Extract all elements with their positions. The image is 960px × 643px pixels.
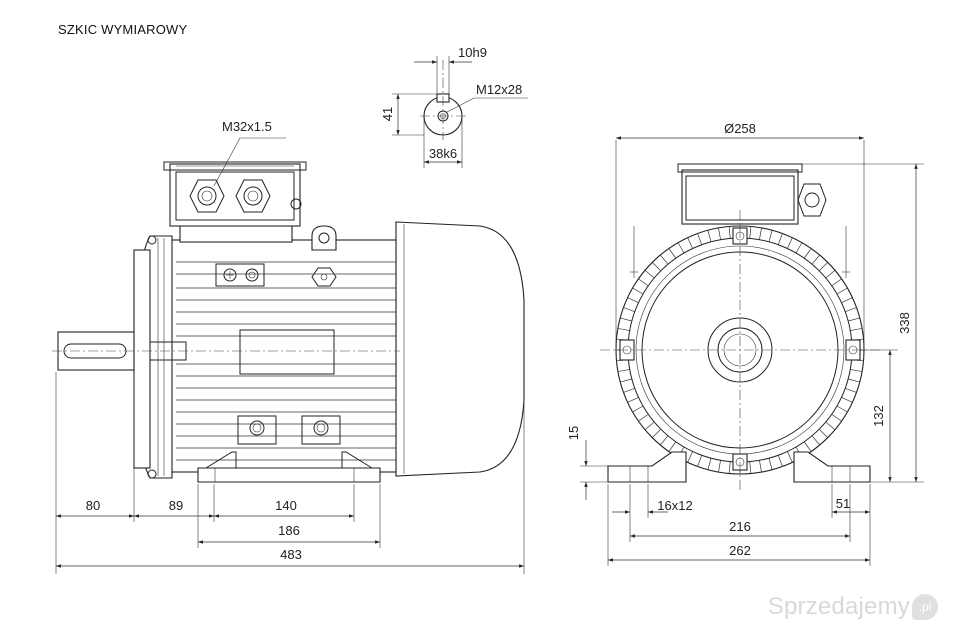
fin xyxy=(768,230,773,242)
fin xyxy=(836,405,848,413)
fin xyxy=(632,405,644,413)
side-view xyxy=(52,137,525,574)
fin xyxy=(803,441,812,452)
fin xyxy=(831,278,842,287)
fin xyxy=(668,248,677,259)
fin xyxy=(687,451,693,463)
drawing-title: SZKIC WYMIAROWY xyxy=(58,22,188,37)
cable-gland-2 xyxy=(235,179,271,213)
fin xyxy=(825,421,836,430)
side-dimensions xyxy=(55,372,525,574)
fin xyxy=(668,441,677,452)
fin xyxy=(848,317,860,322)
fin xyxy=(841,397,853,403)
dim-51: 51 xyxy=(836,496,850,511)
dim-16x12: 16x12 xyxy=(657,498,692,513)
dim-80: 80 xyxy=(86,498,100,513)
fin xyxy=(623,387,635,393)
fin xyxy=(627,397,639,403)
fin xyxy=(777,233,783,245)
fin xyxy=(644,270,655,279)
fin xyxy=(728,226,731,239)
fin xyxy=(848,378,860,383)
fin xyxy=(749,461,752,474)
cable-gland-1 xyxy=(189,179,225,213)
fin xyxy=(777,455,783,467)
front-dimensions xyxy=(580,136,924,566)
fin xyxy=(718,460,721,473)
fin xyxy=(620,378,632,383)
fin xyxy=(759,460,762,473)
fin xyxy=(620,317,632,322)
fin xyxy=(677,242,685,254)
fin xyxy=(845,307,857,313)
dim-10h9: 10h9 xyxy=(458,45,487,60)
fin xyxy=(638,413,649,422)
fin xyxy=(811,435,820,446)
fin xyxy=(787,237,793,249)
fin xyxy=(749,226,752,239)
fin xyxy=(795,242,803,254)
fin xyxy=(660,254,669,265)
fin xyxy=(850,369,863,372)
fin xyxy=(831,413,842,422)
fin xyxy=(836,287,848,295)
dim-483: 483 xyxy=(280,547,302,562)
dim-132: 132 xyxy=(871,405,886,427)
dim-216: 216 xyxy=(729,519,751,534)
fin xyxy=(638,278,649,287)
fin xyxy=(652,262,662,272)
watermark-logo: Sprzedajemy .pl xyxy=(768,593,938,621)
fin xyxy=(627,297,639,303)
front-view xyxy=(580,136,924,566)
dim-m32x1-5: M32x1.5 xyxy=(222,119,272,134)
fin xyxy=(707,230,712,242)
fin xyxy=(845,387,857,393)
dim-m12x28: M12x28 xyxy=(476,82,522,97)
dim-15: 15 xyxy=(566,426,581,440)
fin xyxy=(707,458,712,470)
fin xyxy=(718,227,721,240)
fin xyxy=(768,458,773,470)
watermark-badge: .pl xyxy=(912,594,938,620)
dim-d258: Ø258 xyxy=(724,121,756,136)
fin xyxy=(617,369,630,372)
fin xyxy=(728,461,731,474)
fin xyxy=(644,421,655,430)
fin xyxy=(660,435,669,446)
fin xyxy=(850,328,863,331)
fin xyxy=(803,248,812,259)
fin xyxy=(687,237,693,249)
radial-fins xyxy=(616,226,864,474)
fin xyxy=(623,307,635,313)
fin xyxy=(617,328,630,331)
fin xyxy=(652,428,662,438)
fin xyxy=(811,254,820,265)
dim-140: 140 xyxy=(275,498,297,513)
fin xyxy=(818,262,828,272)
dim-338: 338 xyxy=(897,312,912,334)
fin xyxy=(697,233,703,245)
dim-186: 186 xyxy=(278,523,300,538)
fin xyxy=(825,270,836,279)
cooling-fins xyxy=(176,261,396,461)
fin xyxy=(759,227,762,240)
watermark-text: Sprzedajemy xyxy=(767,593,910,620)
dim-262: 262 xyxy=(729,543,751,558)
fin xyxy=(697,455,703,467)
dim-41: 41 xyxy=(380,107,395,121)
fin xyxy=(632,287,644,295)
fin xyxy=(841,297,853,303)
fin xyxy=(787,451,793,463)
shaft-end-detail xyxy=(392,56,528,168)
dim-38k6: 38k6 xyxy=(429,146,457,161)
dim-89: 89 xyxy=(169,498,183,513)
fin xyxy=(818,428,828,438)
